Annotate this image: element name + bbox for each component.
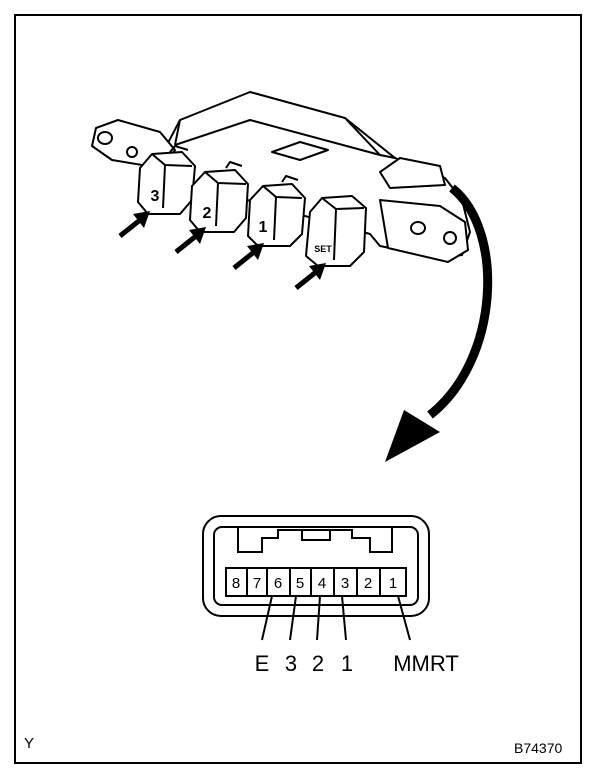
connector-pins: 8 7 6 5 4 3 2 1 — [232, 575, 397, 592]
leader-lines — [261, 595, 411, 641]
press-arrows — [118, 211, 326, 290]
pin-1: 1 — [389, 575, 397, 592]
pin-7: 7 — [253, 575, 261, 592]
curved-arrow-icon — [385, 184, 493, 462]
pin-6: 6 — [274, 575, 282, 592]
arrow-icon-button-set — [294, 263, 326, 290]
corner-marker-label: Y — [24, 735, 35, 752]
arrow-icon-button-1 — [232, 243, 264, 270]
button-2-label: 2 — [203, 205, 212, 222]
figure-code-label: B74370 — [514, 740, 563, 756]
button-3-label: 3 — [151, 188, 160, 205]
pin-5: 5 — [296, 575, 304, 592]
connector — [202, 515, 430, 617]
pin-2: 2 — [364, 575, 372, 592]
arrow-icon-button-2 — [174, 227, 206, 254]
pin-3: 3 — [341, 575, 349, 592]
button-2[interactable] — [189, 161, 249, 233]
button-set-label: SET — [314, 244, 332, 254]
button-set[interactable] — [305, 195, 367, 267]
terminal-e-label: E — [255, 651, 270, 676]
terminal-1-label: 1 — [341, 651, 353, 676]
pin-8: 8 — [232, 575, 240, 592]
figure-frame — [14, 14, 582, 764]
terminal-2-label: 2 — [312, 651, 324, 676]
terminal-mmrt-label: MMRT — [393, 651, 459, 676]
button-1[interactable] — [247, 175, 306, 247]
button-1-label: 1 — [259, 219, 268, 236]
terminal-labels: E 3 2 1 MMRT — [255, 651, 459, 676]
terminal-3-label: 3 — [285, 651, 297, 676]
pin-4: 4 — [318, 575, 326, 592]
arrow-icon-button-3 — [118, 211, 150, 238]
